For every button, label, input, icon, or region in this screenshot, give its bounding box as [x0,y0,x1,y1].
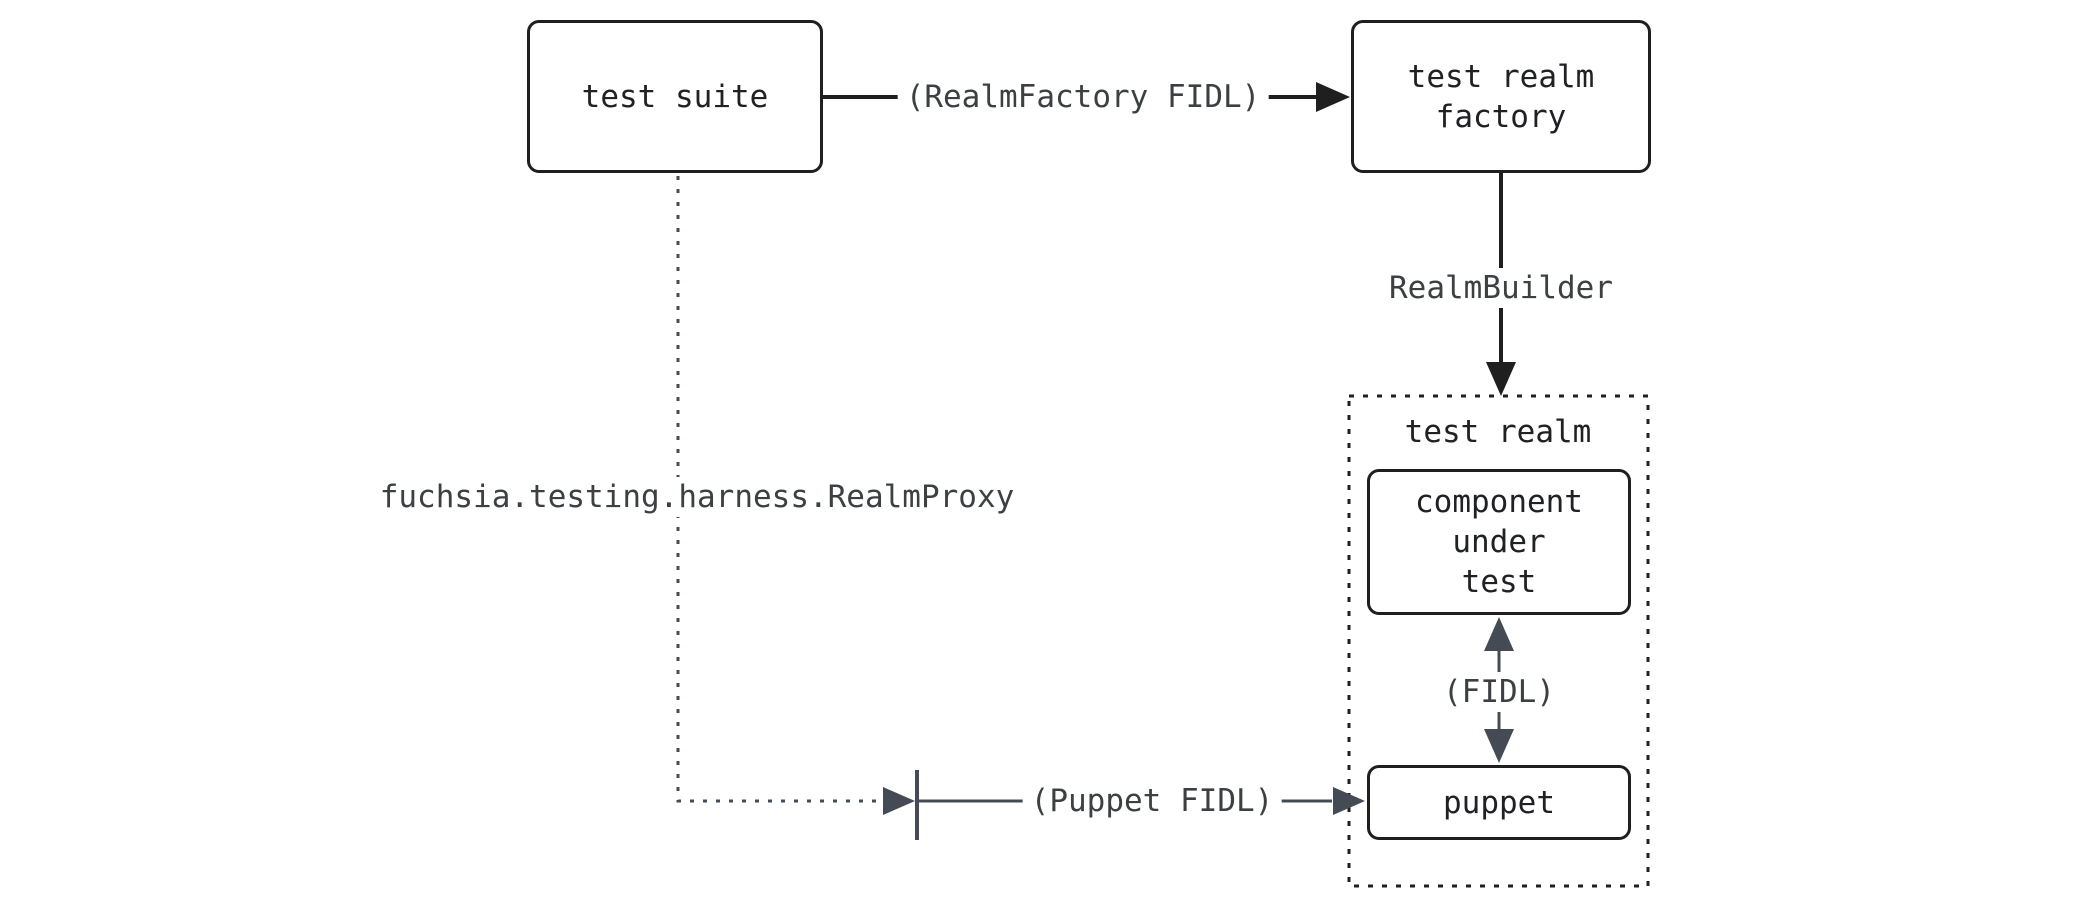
node-puppet: puppet [1367,765,1631,840]
node-test-realm-factory-label: test realm factory [1407,58,1595,135]
edge-label-puppet-fidl: (Puppet FIDL) [1022,781,1282,821]
node-component-under-test: component under test [1367,469,1631,615]
edge-label-realm-proxy: fuchsia.testing.harness.RealmProxy [371,477,1023,517]
edge-label-realm-factory-fidl: (RealmFactory FIDL) [897,77,1269,117]
arrowhead-down-icon [1484,729,1514,763]
node-test-suite: test suite [527,20,823,173]
node-test-suite-label: test suite [581,78,769,115]
arrowhead-right-icon [1316,82,1350,112]
arrowhead-up-icon [1484,617,1514,651]
node-test-realm-factory: test realm factory [1351,20,1651,173]
test-realm-title: test realm [1404,414,1592,450]
arrowhead-down-icon [1486,362,1516,396]
node-component-under-test-label: component under test [1415,484,1583,600]
arrowhead-right-icon [1333,787,1365,815]
edge-realm-proxy [676,176,919,840]
edge-label-fidl: (FIDL) [1435,672,1563,712]
arrowhead-right-icon [883,787,915,815]
test-realm-dotted-border [1347,394,1650,888]
edge-label-realm-builder: RealmBuilder [1381,268,1621,308]
node-puppet-label: puppet [1443,784,1555,821]
